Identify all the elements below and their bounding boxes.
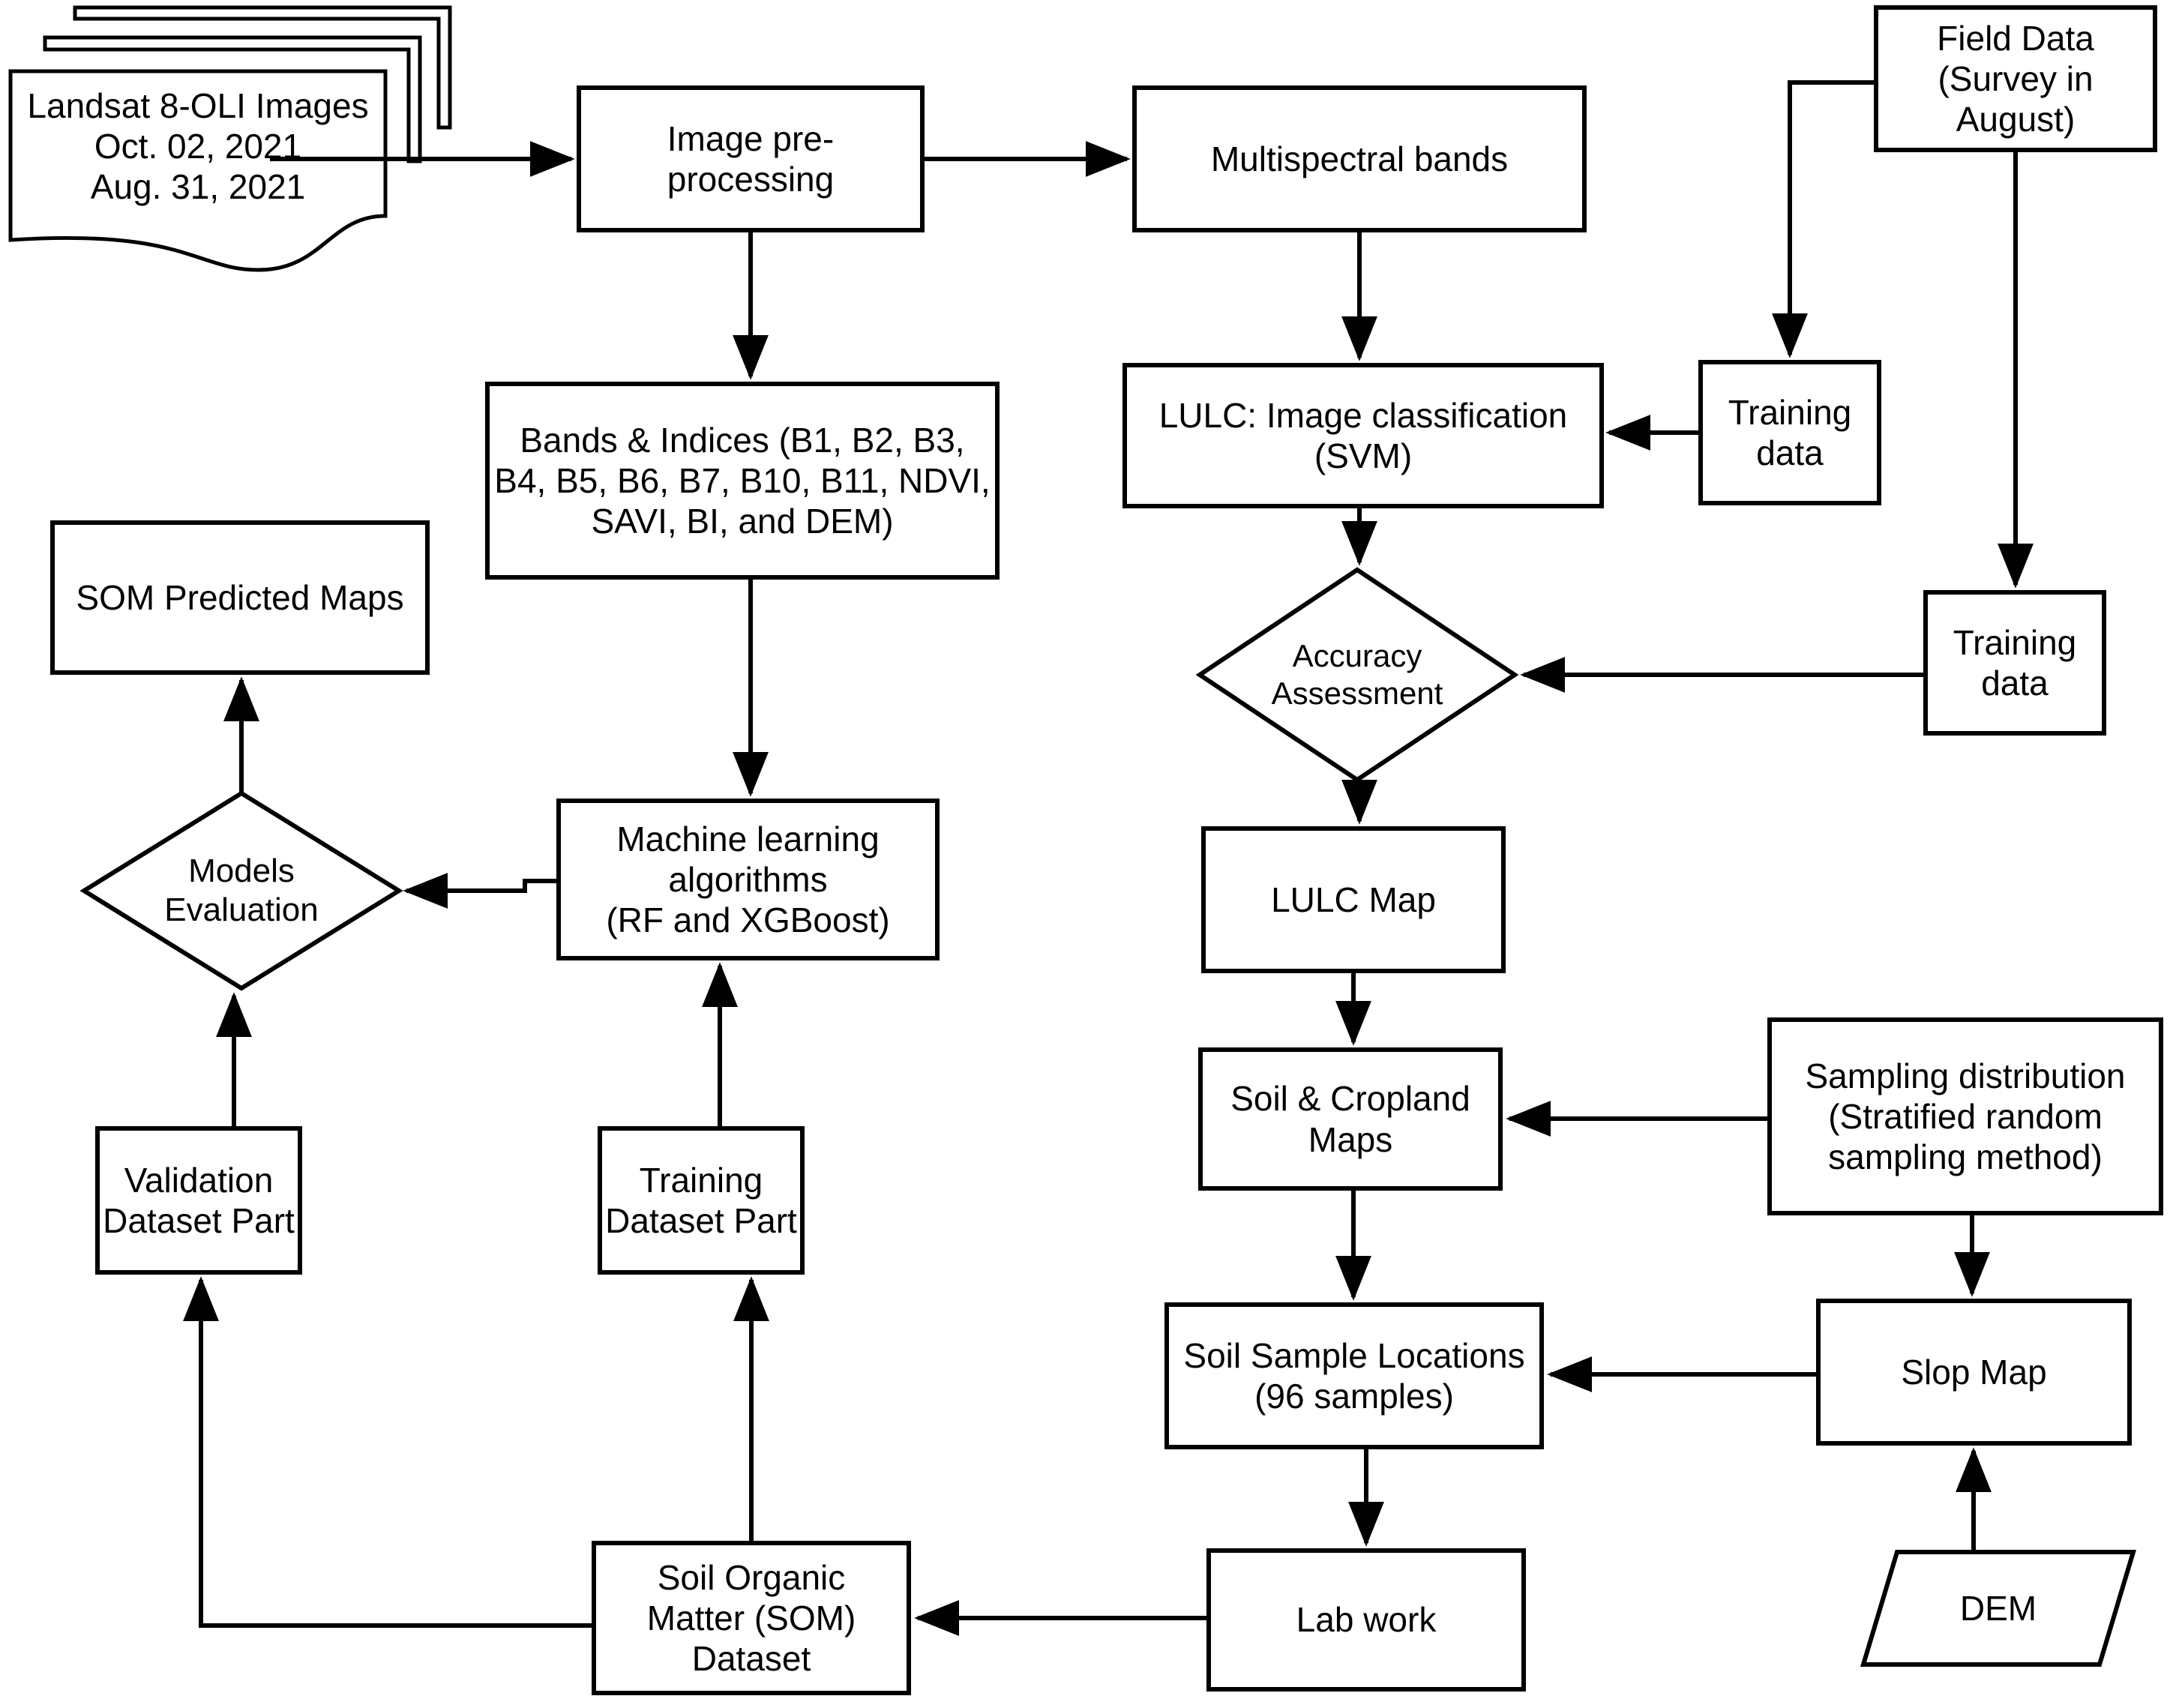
edge-som-dataset-to-validation-dataset [183,1276,594,1628]
node-dem[interactable] [1860,1550,2137,1667]
edge-field-data-to-training-data-top [1772,80,1876,358]
node-landsat-images[interactable] [8,5,452,272]
node-bands-indices[interactable] [485,382,1000,580]
node-training-dataset[interactable] [598,1126,805,1275]
node-lulc-map[interactable] [1201,826,1506,973]
node-lab-work[interactable] [1206,1548,1526,1692]
node-slope-map[interactable] [1816,1299,2132,1446]
node-validation-dataset[interactable] [95,1126,302,1275]
node-models-evaluation[interactable] [79,790,403,991]
node-ml-algorithms[interactable] [556,799,940,960]
node-training-data-right[interactable] [1923,590,2106,736]
node-soil-cropland-maps[interactable] [1198,1047,1503,1191]
node-lulc-classification[interactable] [1122,363,1604,508]
node-training-data-top[interactable] [1698,360,1881,505]
node-sampling-distribution[interactable] [1767,1017,2163,1215]
edge-ml-algorithms-to-models-evaluation [403,873,559,909]
node-som-predicted-maps[interactable] [50,520,430,675]
node-accuracy-assessment[interactable] [1195,567,1519,783]
node-som-dataset[interactable] [592,1541,911,1695]
node-soil-sample-locations[interactable] [1164,1302,1544,1449]
node-multispectral-bands[interactable] [1132,85,1587,232]
node-image-preprocessing[interactable] [577,85,925,232]
node-field-data[interactable] [1874,5,2157,152]
